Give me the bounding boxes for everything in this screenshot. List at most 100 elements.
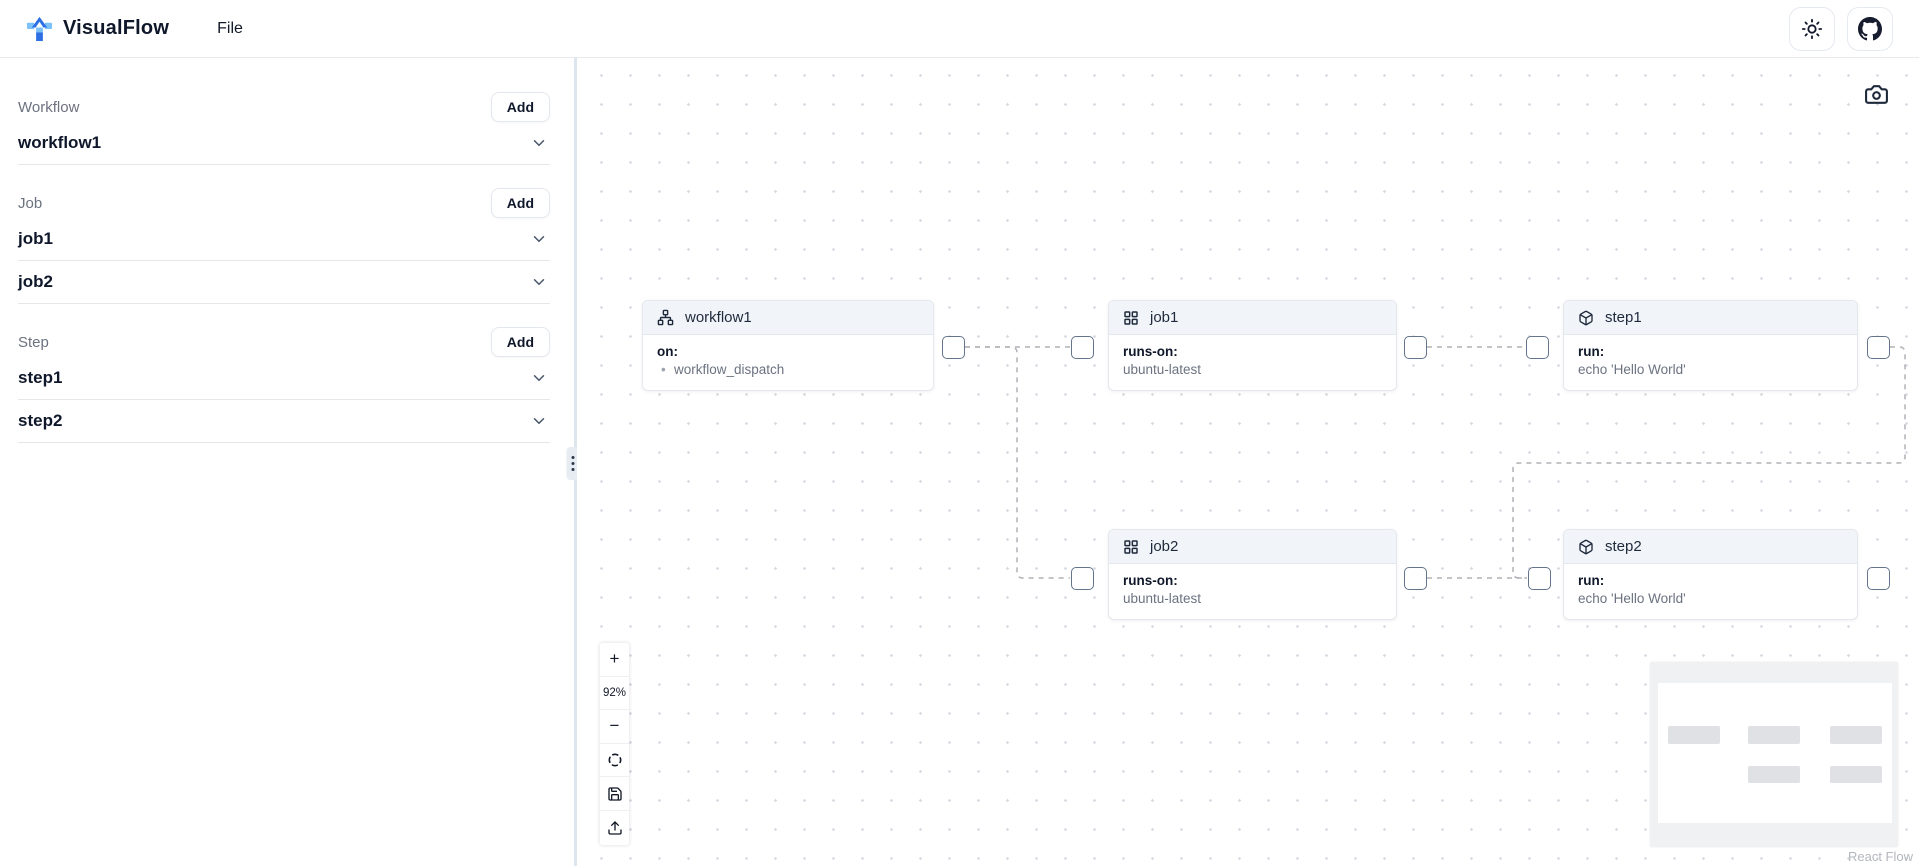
node-title: workflow1 bbox=[685, 309, 752, 326]
minimap-node bbox=[1748, 726, 1800, 744]
theme-toggle-button[interactable] bbox=[1789, 6, 1835, 51]
node-body: runs-on: ubuntu-latest bbox=[1109, 335, 1396, 390]
cube-icon bbox=[1578, 539, 1594, 555]
handle-job1-source[interactable] bbox=[1403, 335, 1427, 359]
field-label: runs-on: bbox=[1123, 573, 1178, 588]
zoom-level-display: 92% bbox=[600, 676, 629, 711]
chevron-down-icon bbox=[530, 412, 548, 430]
field-value: echo 'Hello World' bbox=[1578, 362, 1686, 377]
sidebar-item-job1[interactable]: job1 bbox=[18, 218, 550, 261]
sidebar-item-label: step2 bbox=[18, 411, 63, 430]
sidebar-item-label: job1 bbox=[18, 229, 53, 248]
camera-icon bbox=[1864, 82, 1889, 107]
save-icon bbox=[607, 786, 623, 802]
add-workflow-button[interactable]: Add bbox=[490, 92, 550, 122]
grid-icon bbox=[1123, 310, 1139, 326]
field-label: run: bbox=[1578, 573, 1605, 588]
section-items: workflow1 bbox=[18, 122, 550, 165]
grid-icon bbox=[1123, 539, 1139, 555]
add-step-button[interactable]: Add bbox=[490, 327, 550, 357]
section-label: Step bbox=[18, 333, 49, 351]
sidebar-item-label: workflow1 bbox=[18, 133, 102, 152]
node-header: step1 bbox=[1564, 301, 1857, 335]
section-head: Job Add bbox=[18, 188, 550, 218]
node-job1[interactable]: job1 runs-on: ubuntu-latest bbox=[1108, 300, 1397, 391]
fit-view-button[interactable] bbox=[600, 743, 629, 778]
node-body: run: echo 'Hello World' bbox=[1564, 564, 1857, 619]
flow-canvas[interactable]: workflow1 on:workflow_dispatch job1 runs… bbox=[577, 58, 1919, 866]
cube-icon bbox=[1578, 310, 1594, 326]
node-body: runs-on: ubuntu-latest bbox=[1109, 564, 1396, 619]
minimap-node bbox=[1830, 766, 1882, 783]
chevron-down-icon bbox=[530, 134, 548, 152]
fit-view-icon bbox=[607, 752, 623, 768]
node-title: step1 bbox=[1605, 309, 1642, 326]
section-items: step1 step2 bbox=[18, 357, 550, 443]
minimap-viewport bbox=[1658, 683, 1892, 823]
field-value: echo 'Hello World' bbox=[1578, 591, 1686, 606]
node-step1[interactable]: step1 run: echo 'Hello World' bbox=[1563, 300, 1858, 391]
edge-workflow1-job2 bbox=[965, 346, 1070, 579]
chevron-down-icon bbox=[530, 230, 548, 248]
file-menu[interactable]: File bbox=[217, 19, 243, 37]
field-value: ubuntu-latest bbox=[1123, 591, 1202, 606]
upload-button[interactable] bbox=[600, 810, 629, 845]
handle-job1-target[interactable] bbox=[1070, 335, 1094, 359]
sidebar-item-label: job2 bbox=[18, 272, 53, 291]
sun-icon bbox=[1801, 18, 1823, 40]
minimap[interactable] bbox=[1650, 662, 1898, 847]
react-flow-attribution: React Flow bbox=[1847, 849, 1913, 864]
handle-step1-source[interactable] bbox=[1866, 335, 1890, 359]
zoom-in-button[interactable]: + bbox=[600, 643, 629, 677]
handle-step2-source[interactable] bbox=[1866, 566, 1890, 590]
node-job2[interactable]: job2 runs-on: ubuntu-latest bbox=[1108, 529, 1397, 620]
sidebar-item-step1[interactable]: step1 bbox=[18, 357, 550, 400]
field-label: runs-on: bbox=[1123, 344, 1178, 359]
minimap-node bbox=[1748, 766, 1800, 783]
section-head: Step Add bbox=[18, 327, 550, 357]
handle-job2-target[interactable] bbox=[1070, 566, 1094, 590]
field-value: ubuntu-latest bbox=[1123, 362, 1202, 377]
handle-step2-target[interactable] bbox=[1527, 566, 1551, 590]
node-title: job1 bbox=[1150, 309, 1179, 326]
github-icon bbox=[1858, 16, 1882, 41]
github-button[interactable] bbox=[1847, 6, 1893, 51]
sidebar-sections: Workflow Add workflow1 Job Add job1 job2… bbox=[18, 92, 550, 443]
main-split: Workflow Add workflow1 Job Add job1 job2… bbox=[0, 58, 1919, 866]
node-workflow1[interactable]: workflow1 on:workflow_dispatch bbox=[642, 300, 934, 391]
add-job-button[interactable]: Add bbox=[490, 188, 550, 218]
zoom-out-button[interactable]: − bbox=[600, 710, 629, 744]
node-header: job1 bbox=[1109, 301, 1396, 335]
sidebar: Workflow Add workflow1 Job Add job1 job2… bbox=[0, 58, 574, 866]
sidebar-item-workflow1[interactable]: workflow1 bbox=[18, 122, 550, 165]
node-body: run: echo 'Hello World' bbox=[1564, 335, 1857, 390]
sidebar-section-workflow: Workflow Add workflow1 bbox=[18, 92, 550, 165]
sidebar-item-step2[interactable]: step2 bbox=[18, 400, 550, 443]
section-items: job1 job2 bbox=[18, 218, 550, 304]
node-header: workflow1 bbox=[643, 301, 933, 335]
save-button[interactable] bbox=[600, 777, 629, 811]
field-label: run: bbox=[1578, 344, 1605, 359]
handle-workflow1-source[interactable] bbox=[941, 335, 965, 359]
node-title: step2 bbox=[1605, 538, 1642, 555]
chevron-down-icon bbox=[530, 273, 548, 291]
node-body: on:workflow_dispatch bbox=[643, 335, 933, 390]
sidebar-item-label: step1 bbox=[18, 368, 63, 387]
sidebar-item-job2[interactable]: job2 bbox=[18, 261, 550, 304]
handle-step1-target[interactable] bbox=[1525, 335, 1549, 359]
node-step2[interactable]: step2 run: echo 'Hello World' bbox=[1563, 529, 1858, 620]
handle-job2-source[interactable] bbox=[1403, 566, 1427, 590]
app-header: VisualFlow File bbox=[0, 0, 1919, 58]
section-head: Workflow Add bbox=[18, 92, 550, 122]
sidebar-section-job: Job Add job1 job2 bbox=[18, 188, 550, 304]
node-title: job2 bbox=[1150, 538, 1179, 555]
canvas-controls: + 92% − bbox=[600, 643, 629, 845]
screenshot-button[interactable] bbox=[1864, 82, 1889, 107]
brand: VisualFlow bbox=[26, 15, 169, 42]
minimap-node bbox=[1830, 726, 1882, 744]
upload-icon bbox=[607, 820, 623, 836]
workflow-icon bbox=[657, 309, 674, 326]
header-actions bbox=[1789, 6, 1893, 51]
node-header: job2 bbox=[1109, 530, 1396, 564]
